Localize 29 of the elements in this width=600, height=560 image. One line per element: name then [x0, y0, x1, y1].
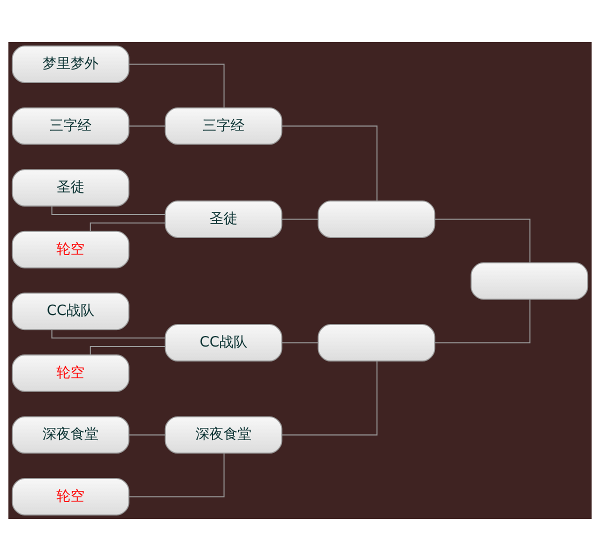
- node-box: [318, 200, 436, 238]
- connector: [129, 452, 225, 497]
- node-box: CC战队: [164, 324, 282, 362]
- connector: [90, 222, 166, 231]
- node-box: 圣徒: [12, 168, 130, 206]
- node-box: 三字经: [12, 106, 130, 144]
- node-box: 三字经: [164, 106, 282, 144]
- connector: [51, 329, 165, 338]
- connector: [90, 346, 166, 354]
- node-box: 轮空: [12, 477, 130, 515]
- connector: [282, 125, 378, 200]
- connector: [282, 218, 318, 220]
- node-box: 圣徒: [164, 200, 282, 238]
- node-box: 轮空: [12, 230, 130, 268]
- node-box: [470, 262, 588, 300]
- connector: [128, 434, 166, 435]
- connector: [434, 299, 530, 343]
- node-box: CC战队: [12, 292, 130, 330]
- node-box: 轮空: [12, 354, 130, 392]
- node-box: 深夜食堂: [12, 416, 130, 454]
- node-box: 梦里梦外: [12, 45, 130, 83]
- node-box: 深夜食堂: [164, 416, 282, 454]
- connector: [128, 125, 166, 126]
- connector: [282, 360, 378, 435]
- node-box: [318, 324, 436, 362]
- connector: [434, 218, 530, 262]
- connector: [129, 63, 225, 108]
- connector: [282, 342, 318, 343]
- connector: [51, 206, 165, 214]
